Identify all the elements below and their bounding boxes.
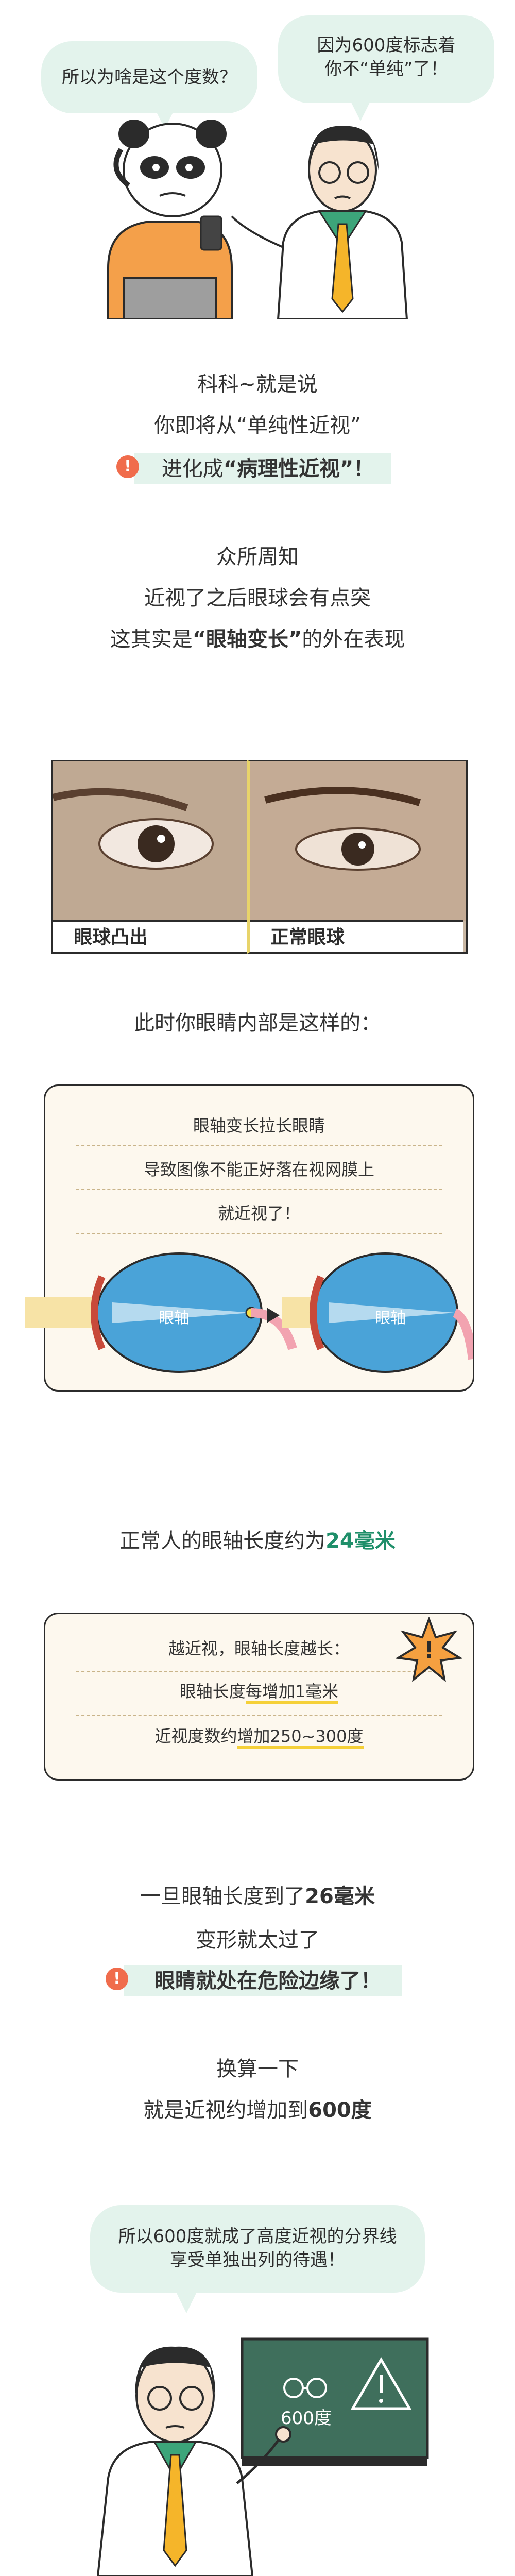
section5-highlight bbox=[124, 1965, 402, 1996]
card1-divider3 bbox=[76, 1233, 442, 1234]
section1-line1: 科科~就是说 bbox=[197, 372, 318, 396]
speech-bubble-left: 所以为啥是这个度数？ bbox=[41, 41, 258, 113]
exclamation-burst-icon: ! bbox=[396, 1617, 462, 1682]
eye-photo-left: 眼球凸出 bbox=[52, 760, 249, 954]
eye-diagram-right: 眼轴 bbox=[282, 1252, 473, 1373]
card1-line1: 眼轴变长拉长眼睛 bbox=[193, 1116, 325, 1136]
section1-line3: 进化成“病理性近视”！ bbox=[10, 455, 515, 482]
section2-line1: 众所周知 bbox=[216, 545, 299, 569]
doctor-character-bottom bbox=[96, 2346, 291, 2576]
card2-line3-underlined: 增加250~300度 bbox=[237, 1726, 364, 1749]
section5-line1-prefix: 一旦眼轴长度到了 bbox=[140, 1885, 305, 1908]
speech-text-right-2: 你不“单纯”了！ bbox=[324, 59, 448, 79]
section2-line2: 近视了之后眼球会有点突 bbox=[144, 586, 371, 610]
section2-line3-bold: “眼轴变长” bbox=[192, 628, 302, 651]
card1-line3: 就近视了！ bbox=[217, 1204, 300, 1223]
arrow-icon bbox=[267, 1308, 280, 1323]
section3-line1: 此时你眼睛内部是这样的： bbox=[134, 1011, 381, 1035]
section2-line3-prefix: 这其实是 bbox=[110, 628, 193, 651]
section1-line2: 你即将从“单纯性近视” bbox=[154, 414, 361, 437]
section6-line1: 换算一下 bbox=[216, 2057, 299, 2081]
card1-line2: 导致图像不能正好落在视网膜上 bbox=[143, 1160, 374, 1179]
warning-triangle-icon bbox=[350, 2357, 412, 2410]
doctor-character bbox=[231, 126, 408, 319]
bulging-eye-illustration bbox=[53, 761, 249, 921]
bottom-bubble-line1: 所以600度就成了高度近视的分界线 bbox=[118, 2226, 397, 2247]
caption-left: 眼球凸出 bbox=[53, 920, 249, 952]
section5-line2: 变形就太过了 bbox=[196, 1928, 319, 1952]
bubble-tail-bottom bbox=[175, 2290, 198, 2313]
eye-axis-card: 眼轴变长拉长眼睛 导致图像不能正好落在视网膜上 就近视了！ 眼轴 眼轴 bbox=[25, 1084, 474, 1392]
section6-line2: 就是近视约增加到600度 bbox=[0, 2097, 515, 2124]
section1-line3-prefix: 进化成 bbox=[161, 457, 224, 481]
speech-bubble-right: 因为600度标志着 你不“单纯”了！ bbox=[278, 15, 494, 103]
card2-line2-prefix: 眼轴长度 bbox=[179, 1682, 246, 1701]
card2-divider1 bbox=[76, 1671, 442, 1672]
comic-bottom: 600度 bbox=[96, 2337, 429, 2576]
card2-line3-prefix: 近视度数约 bbox=[154, 1726, 237, 1746]
chalkboard: 600度 bbox=[241, 2337, 429, 2466]
card2-line1: 越近视，眼轴长度越长： bbox=[168, 1639, 350, 1658]
section2-line3: 这其实是“眼轴变长”的外在表现 bbox=[0, 626, 515, 653]
bottom-bubble-line2: 享受单独出列的待遇！ bbox=[170, 2250, 345, 2270]
eye-diagrams: 眼轴 眼轴 bbox=[25, 1252, 473, 1373]
comic-characters-top bbox=[107, 120, 408, 319]
section6-line2-bold: 600度 bbox=[308, 2098, 372, 2122]
card2-line2-underlined: 每增加1毫米 bbox=[245, 1682, 339, 1704]
section1-line3-suffix: ！ bbox=[353, 457, 374, 481]
section4-line: 正常人的眼轴长度约为24毫米 bbox=[0, 1528, 515, 1554]
speech-text-right-1: 因为600度标志着 bbox=[317, 35, 456, 56]
warning-icon: ! bbox=[116, 455, 139, 478]
panda-character bbox=[107, 120, 233, 319]
warning-icon-2: ! bbox=[106, 1968, 128, 1990]
burst-text: ! bbox=[424, 1637, 434, 1664]
card2-line3: 近视度数约增加250~300度 bbox=[45, 1725, 473, 1749]
axis-growth-card: 越近视，眼轴长度越长： 眼轴长度每增加1毫米 近视度数约增加250~300度 ! bbox=[44, 1613, 474, 1781]
section4-prefix: 正常人的眼轴长度约为 bbox=[119, 1529, 326, 1553]
eye-label-left: 眼轴 bbox=[159, 1309, 190, 1327]
card1-divider1 bbox=[76, 1145, 442, 1146]
section5-line3: 眼睛就处在危险边缘了！ bbox=[154, 1969, 381, 1993]
speech-text-left: 所以为啥是这个度数？ bbox=[62, 67, 237, 88]
section4-value: 24毫米 bbox=[325, 1529, 396, 1553]
caption-right: 正常眼球 bbox=[250, 920, 464, 952]
bubble-tail-right bbox=[350, 100, 371, 121]
section5-line1-bold: 26毫米 bbox=[305, 1885, 375, 1908]
section5-line1: 一旦眼轴长度到了26毫米 bbox=[0, 1883, 515, 1910]
board-label: 600度 bbox=[281, 2408, 332, 2429]
section1-line3-bold: “病理性近视” bbox=[223, 457, 354, 481]
normal-eye-illustration bbox=[250, 761, 466, 921]
section2-line3-suffix: 的外在表现 bbox=[302, 628, 405, 651]
speech-bubble-bottom: 所以600度就成了高度近视的分界线 享受单独出列的待遇！ bbox=[90, 2205, 425, 2293]
eye-diagram-left: 眼轴 bbox=[91, 1252, 297, 1373]
card2-divider2 bbox=[76, 1715, 442, 1716]
section1-highlight bbox=[134, 453, 391, 484]
eye-photo-right: 正常眼球 bbox=[247, 760, 468, 954]
card2-line2: 眼轴长度每增加1毫米 bbox=[45, 1680, 473, 1704]
section6-line2-prefix: 就是近视约增加到 bbox=[143, 2098, 308, 2122]
card1-divider2 bbox=[76, 1189, 442, 1190]
eye-label-right: 眼轴 bbox=[375, 1309, 406, 1327]
